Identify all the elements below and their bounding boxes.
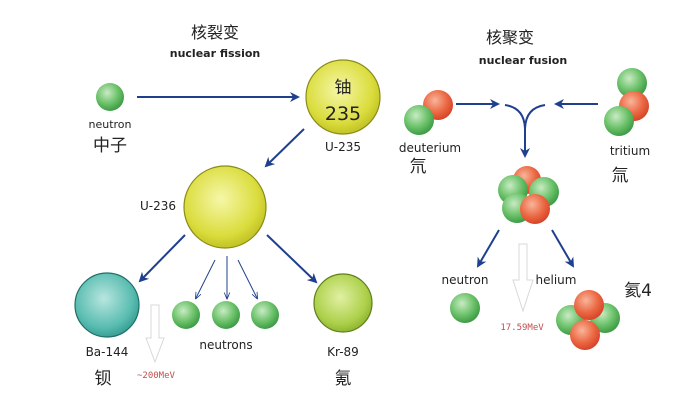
fusion-energy: 17.59MeV xyxy=(500,323,544,333)
deuterium-label: deuterium xyxy=(399,141,461,155)
barium-ball xyxy=(74,272,140,338)
arrow-to-neutron xyxy=(476,229,500,268)
fusion-title-en: nuclear fusion xyxy=(479,54,567,67)
neutron-ball-1 xyxy=(172,301,200,329)
fused-nucleus xyxy=(498,166,559,224)
energy-arrow-icon xyxy=(512,243,534,313)
tritium-neutron-1 xyxy=(617,68,647,98)
tritium-neutron-2 xyxy=(604,106,634,136)
fission-title-en: nuclear fission xyxy=(170,47,261,60)
u235-label: U-235 xyxy=(325,140,361,154)
neutrons-label: neutrons xyxy=(199,338,252,352)
u235-ball xyxy=(305,59,381,135)
u235-number: 235 xyxy=(325,103,361,125)
deuterium-neutron xyxy=(404,105,434,135)
energy-arrow-icon xyxy=(145,304,165,364)
nucleus-proton-2 xyxy=(520,194,550,224)
fission-title-cn: 核裂变 xyxy=(191,23,239,42)
neutron-ball xyxy=(96,83,124,111)
fission-energy: ~200MeV xyxy=(137,371,176,381)
fusion-neutron-label: neutron xyxy=(442,273,489,287)
fusion-neutron-ball xyxy=(450,293,480,323)
krypton-cn: 氪 xyxy=(335,369,352,389)
helium-label: helium xyxy=(536,273,577,287)
helium-proton-2 xyxy=(570,320,600,350)
arrow-to-barium xyxy=(138,234,186,283)
deuterium-cn: 氘 xyxy=(410,157,427,177)
tritium-label: tritium xyxy=(610,144,650,158)
neutron-label: neutron xyxy=(88,118,131,131)
tritium-cn: 氚 xyxy=(612,166,629,186)
arrow-to-neutron-1 xyxy=(196,259,216,298)
krypton-ball xyxy=(313,273,373,333)
u236-label: U-236 xyxy=(140,199,176,213)
arrow-to-krypton xyxy=(266,234,318,284)
u235-cn: 铀 xyxy=(335,78,352,98)
barium-cn: 钡 xyxy=(95,369,112,389)
fission-section: 核裂变 nuclear fission neutron 中子 铀 235 U-2… xyxy=(74,23,381,389)
helium-proton-1 xyxy=(574,290,604,320)
fusion-title-cn: 核聚变 xyxy=(486,28,534,47)
helium-nucleus xyxy=(556,290,620,350)
fusion-section: 核聚变 nuclear fusion deuterium 氘 tritium 氚… xyxy=(399,28,652,350)
arrow-u235-to-u236 xyxy=(264,128,305,168)
neutron-ball-2 xyxy=(212,301,240,329)
krypton-label: Kr-89 xyxy=(327,345,359,359)
merge-curve xyxy=(504,104,546,131)
neutron-ball-3 xyxy=(251,301,279,329)
u236-ball xyxy=(183,165,267,249)
barium-label: Ba-144 xyxy=(86,345,129,359)
helium-cn: 氦4 xyxy=(624,281,652,301)
arrow-to-neutron-3 xyxy=(237,259,257,298)
arrow-to-helium xyxy=(551,229,575,268)
neutron-label-cn: 中子 xyxy=(93,136,127,156)
